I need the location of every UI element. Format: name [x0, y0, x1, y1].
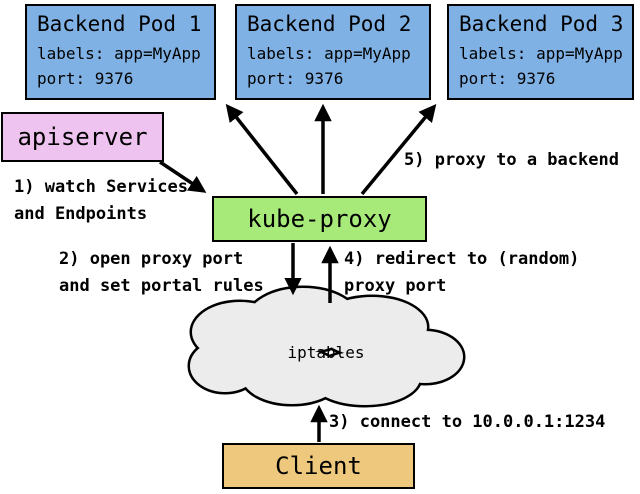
annotation-line: 1) watch Services: [14, 177, 188, 197]
pod-title: Backend Pod 2: [247, 12, 412, 36]
annotation-line: 5) proxy to a backend: [404, 150, 619, 170]
client-node: Client: [222, 443, 415, 489]
annotation-line: and set portal rules: [59, 276, 264, 296]
client-label: Client: [275, 452, 362, 480]
annotation-step4-redirect: 4) redirect to (random) proxy port: [344, 246, 579, 300]
pod-port-line: port: 9376: [37, 69, 134, 88]
pod-port-line: port: 9376: [459, 69, 556, 88]
annotation-step3-connect: 3) connect to 10.0.0.1:1234: [329, 409, 605, 436]
pod-port-line: port: 9376: [247, 69, 344, 88]
annotation-step5-proxy-backend: 5) proxy to a backend: [404, 147, 619, 174]
pod-title: Backend Pod 1: [37, 12, 202, 36]
backend-pod-3-node: Backend Pod 3 labels: app=MyApp port: 93…: [447, 4, 634, 100]
backend-pod-2-node: Backend Pod 2 labels: app=MyApp port: 93…: [235, 4, 431, 100]
backend-pod-1-node: Backend Pod 1 labels: app=MyApp port: 93…: [25, 4, 216, 100]
annotation-line: proxy port: [344, 276, 447, 296]
pod-labels-line: labels: app=MyApp: [247, 44, 411, 63]
kube-proxy-node: kube-proxy: [212, 196, 427, 242]
kube-proxy-label: kube-proxy: [247, 205, 392, 233]
arrow-apiserver-to-kubeproxy: [159, 160, 207, 193]
pod-labels-line: labels: app=MyApp: [37, 44, 201, 63]
annotation-step1-watch-services: 1) watch Services and Endpoints: [14, 174, 188, 228]
iptables-label: iptables: [287, 343, 365, 362]
arrow-kubeproxy-to-pod1: [225, 103, 299, 196]
annotation-step2-open-proxy-port: 2) open proxy port and set portal rules: [59, 246, 264, 300]
apiserver-label: apiserver: [17, 123, 148, 151]
pod-title: Backend Pod 3: [459, 12, 624, 36]
arrow-kubeproxy-to-pod3: [360, 103, 437, 196]
annotation-line: and Endpoints: [14, 204, 148, 224]
annotation-line: 4) redirect to (random): [344, 249, 580, 269]
iptables-cloud: [187, 285, 466, 408]
apiserver-node: apiserver: [1, 112, 164, 162]
annotation-line: 3) connect to 10.0.0.1:1234: [329, 412, 606, 432]
pod-labels-line: labels: app=MyApp: [459, 44, 623, 63]
annotation-line: 2) open proxy port: [59, 249, 244, 269]
